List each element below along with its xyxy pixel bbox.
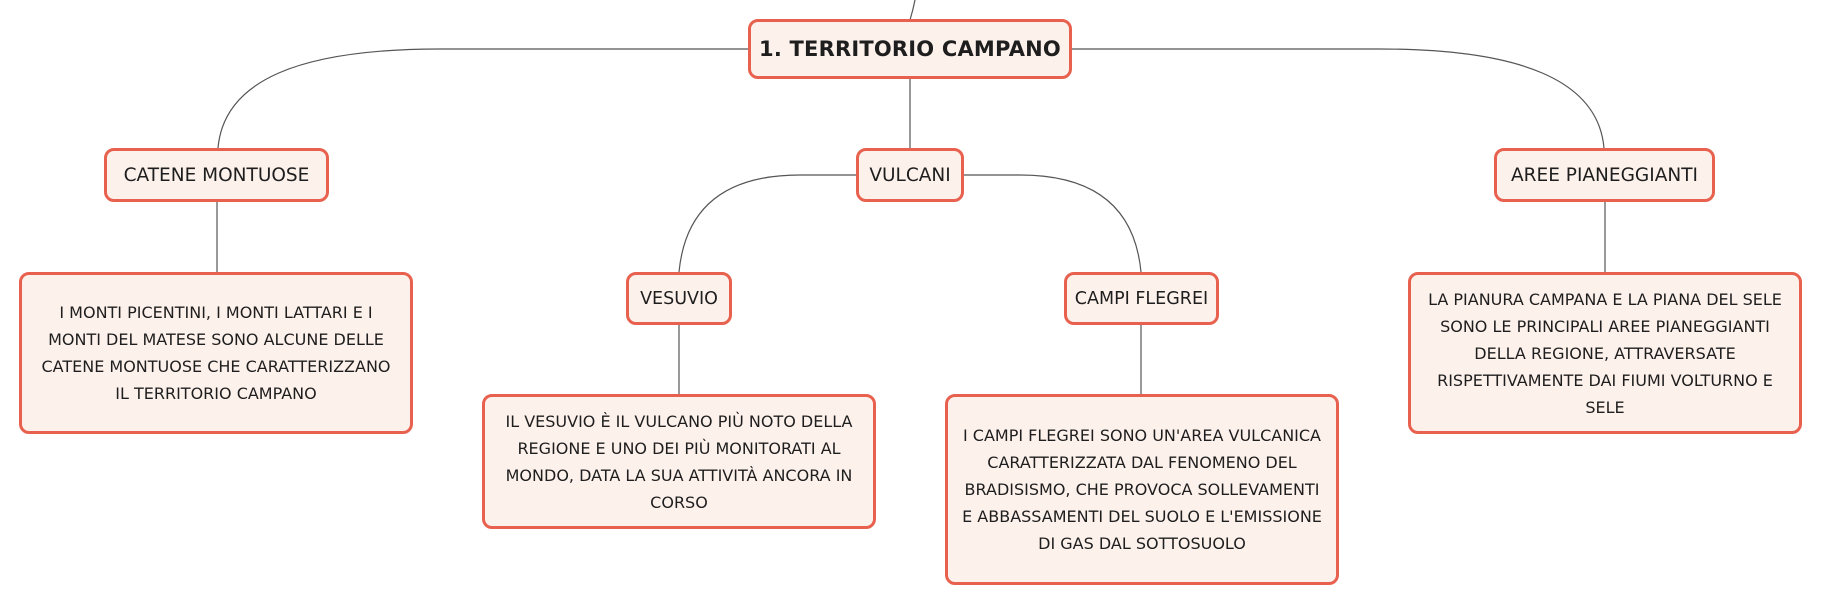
connector-root-to-aree-pianeggianti [1072, 48, 1605, 149]
description-node-campi-flegrei[interactable]: I CAMPI FLEGREI SONO UN'AREA VULCANICA C… [945, 394, 1339, 585]
description-text: I CAMPI FLEGREI SONO UN'AREA VULCANICA C… [962, 426, 1322, 553]
description-node-catene-montuose[interactable]: I MONTI PICENTINI, I MONTI LATTARI E I M… [19, 272, 413, 434]
topic-node-catene-montuose[interactable]: CATENE MONTUOSE [104, 148, 329, 202]
subtopic-node-campi-flegrei[interactable]: CAMPI FLEGREI [1064, 272, 1219, 325]
topic-node-label: VULCANI [869, 164, 951, 186]
connector-vulcani-to-campi-flegrei [964, 174, 1142, 273]
description-text: I MONTI PICENTINI, I MONTI LATTARI E I M… [41, 303, 391, 403]
description-text: IL VESUVIO È IL VULCANO PIÙ NOTO DELLA R… [505, 411, 853, 512]
description-text: LA PIANURA CAMPANA E LA PIANA DEL SELE S… [1428, 289, 1782, 417]
subtopic-node-vesuvio[interactable]: VESUVIO [626, 272, 732, 325]
topic-node-label: CATENE MONTUOSE [123, 164, 310, 186]
topic-node-vulcani[interactable]: VULCANI [856, 148, 964, 202]
subtopic-node-label: CAMPI FLEGREI [1074, 288, 1209, 309]
connector-parent-to-root [909, 0, 916, 21]
connector-vulcani-to-vesuvio [678, 174, 856, 273]
description-node-aree-pianeggianti[interactable]: LA PIANURA CAMPANA E LA PIANA DEL SELE S… [1408, 272, 1802, 434]
root-node-label: 1. TERRITORIO CAMPANO [759, 37, 1061, 61]
root-node-territorio-campano[interactable]: 1. TERRITORIO CAMPANO [748, 19, 1072, 79]
topic-node-aree-pianeggianti[interactable]: AREE PIANEGGIANTI [1494, 148, 1715, 202]
description-node-vesuvio[interactable]: IL VESUVIO È IL VULCANO PIÙ NOTO DELLA R… [482, 394, 876, 529]
subtopic-node-label: VESUVIO [640, 288, 718, 309]
topic-node-label: AREE PIANEGGIANTI [1511, 164, 1698, 186]
connector-root-to-catene-montuose [217, 48, 748, 149]
